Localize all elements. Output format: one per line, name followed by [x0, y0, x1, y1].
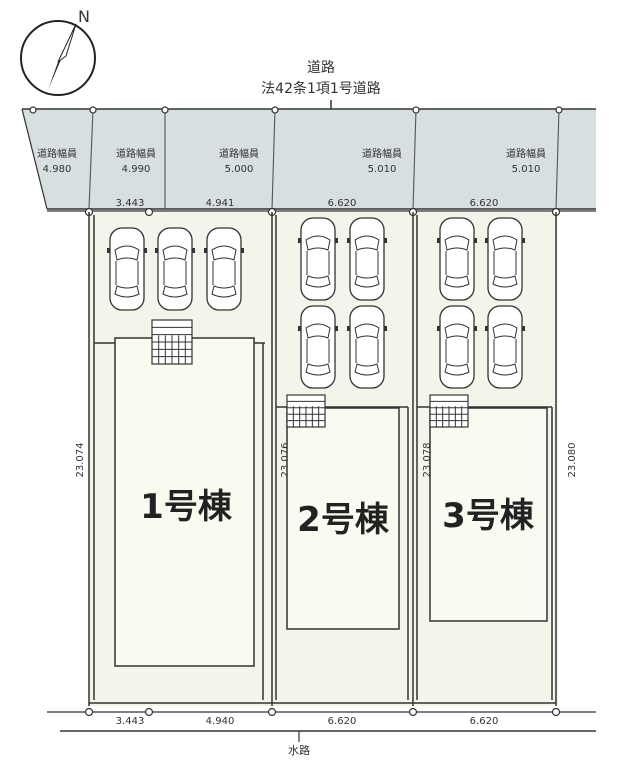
frontage-top-4: 6.620 [470, 198, 499, 209]
car-icon [437, 217, 477, 301]
svg-text:道路幅員: 道路幅員 [219, 147, 259, 160]
road-width-1: 道路幅員 4.980 [37, 147, 77, 175]
frontage-bottom-4: 6.620 [470, 716, 499, 727]
north-label: N [78, 7, 90, 26]
car-icon [347, 305, 387, 389]
road-title: 道路 [307, 60, 335, 76]
entrance-steps-icon [151, 319, 193, 365]
svg-text:5.010: 5.010 [512, 164, 541, 175]
frontage-bottom-2: 4.940 [206, 716, 235, 727]
car-icon [347, 217, 387, 301]
svg-text:4.980: 4.980 [43, 164, 72, 175]
svg-text:4.990: 4.990 [122, 164, 151, 175]
building-label-3: 3号棟 [442, 496, 535, 536]
road-width-2: 道路幅員 4.990 [116, 147, 156, 175]
svg-text:道路幅員: 道路幅員 [506, 147, 546, 160]
svg-text:道路幅員: 道路幅員 [37, 147, 77, 160]
frontage-top-1: 3.443 [116, 198, 145, 209]
frontage-top-3: 6.620 [328, 198, 357, 209]
car-icon [204, 227, 244, 311]
building-1 [114, 337, 255, 667]
building-label-2: 2号棟 [297, 500, 390, 540]
depth-3: 23.078 [422, 443, 433, 478]
svg-text:5.000: 5.000 [225, 164, 254, 175]
entrance-steps-icon [286, 394, 326, 428]
road-subtitle: 法42条1項1号道路 [261, 80, 381, 97]
car-icon [298, 305, 338, 389]
svg-text:道路幅員: 道路幅員 [116, 147, 156, 160]
car-icon [437, 305, 477, 389]
building-label-1: 1号棟 [140, 487, 233, 527]
svg-text:5.010: 5.010 [368, 164, 397, 175]
north-compass-icon: N [20, 7, 96, 96]
entrance-steps-icon [429, 394, 469, 428]
waterway-label: 水路 [288, 744, 310, 757]
car-icon [485, 305, 525, 389]
frontage-bottom-1: 3.443 [116, 716, 145, 727]
building-3 [429, 407, 548, 622]
road-width-5: 道路幅員 5.010 [506, 147, 546, 175]
road-width-4: 道路幅員 5.010 [362, 147, 402, 175]
frontage-top-2: 4.941 [206, 198, 235, 209]
svg-text:道路幅員: 道路幅員 [362, 147, 402, 160]
building-2 [286, 407, 400, 630]
depth-4: 23.080 [567, 443, 578, 478]
depth-1: 23.074 [75, 443, 86, 478]
car-icon [107, 227, 147, 311]
car-icon [155, 227, 195, 311]
car-icon [485, 217, 525, 301]
car-icon [298, 217, 338, 301]
road-width-3: 道路幅員 5.000 [219, 147, 259, 175]
depth-2: 23.076 [280, 443, 291, 478]
frontage-bottom-3: 6.620 [328, 716, 357, 727]
